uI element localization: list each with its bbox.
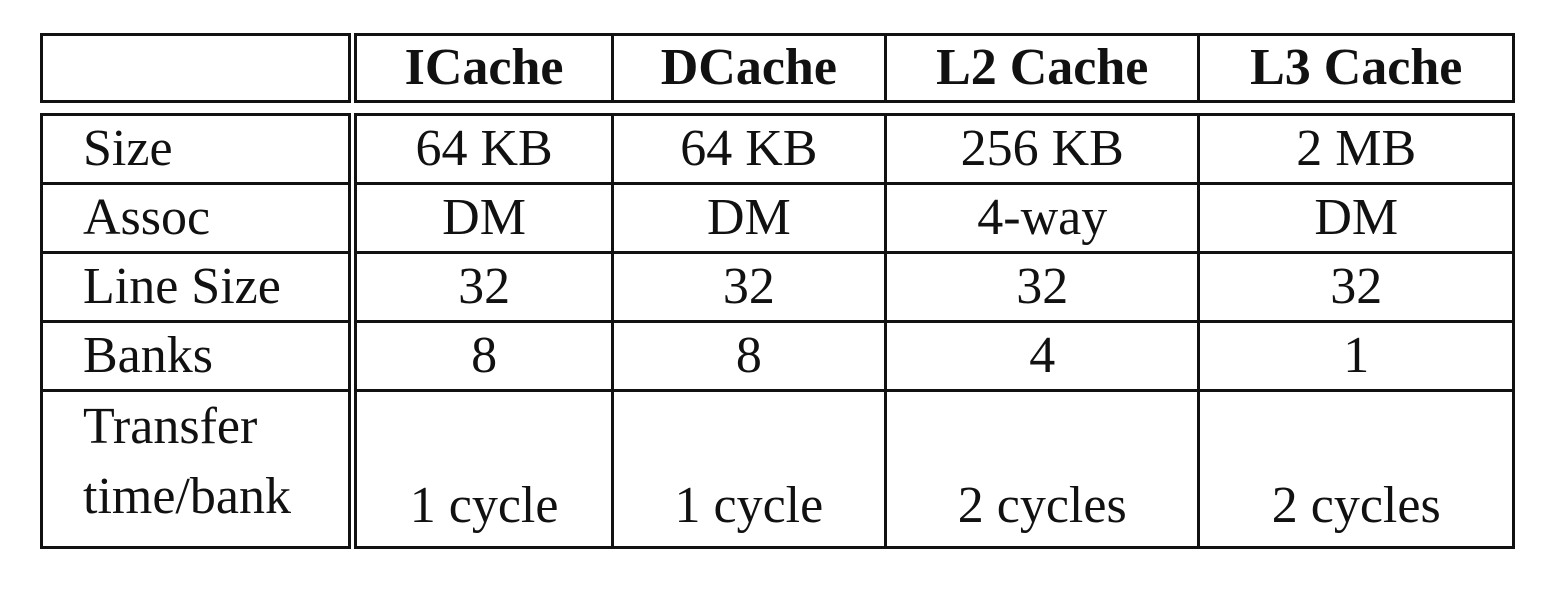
header-gap (41, 100, 1514, 116)
cell-transfer-l3: 2 cycles (1197, 388, 1515, 550)
table-row-size: Size 64 KB 64 KB 256 KB 2 MB (39, 113, 1515, 185)
cell-assoc-l2: 4-way (883, 182, 1201, 254)
cell-banks-dcache: 8 (610, 320, 887, 392)
cell-transfer-icache: 1 cycle (351, 388, 614, 550)
row-label-transfer-time: Transfer time/bank (39, 388, 358, 550)
table-row-line-size: Line Size 32 32 32 32 (39, 251, 1515, 323)
table-row-assoc: Assoc DM DM 4-way DM (39, 182, 1515, 254)
cache-parameters-table: ICache DCache L2 Cache L3 Cache Size 64 … (39, 33, 1515, 550)
header-row: ICache DCache L2 Cache L3 Cache (39, 33, 1515, 103)
row-label-line-2: time/bank (83, 468, 291, 526)
header-icache: ICache (351, 33, 614, 103)
cell-size-dcache: 64 KB (610, 113, 887, 185)
cell-banks-l2: 4 (883, 320, 1201, 392)
cell-linesize-l3: 32 (1197, 251, 1515, 323)
cell-linesize-dcache: 32 (610, 251, 887, 323)
cell-size-l3: 2 MB (1197, 113, 1515, 185)
cell-linesize-l2: 32 (883, 251, 1201, 323)
header-l3-cache: L3 Cache (1197, 33, 1515, 103)
header-l2-cache: L2 Cache (883, 33, 1201, 103)
row-label-banks: Banks (39, 320, 358, 392)
cell-assoc-l3: DM (1197, 182, 1515, 254)
header-dcache: DCache (610, 33, 887, 103)
cell-size-icache: 64 KB (351, 113, 614, 185)
row-label-line-size: Line Size (39, 251, 358, 323)
cache-table: ICache DCache L2 Cache L3 Cache Size 64 … (39, 33, 1515, 550)
table-row-transfer-time: Transfer time/bank 1 cycle 1 cycle 2 cyc… (39, 388, 1515, 550)
cell-transfer-dcache: 1 cycle (610, 388, 887, 550)
corner-cell (39, 33, 358, 103)
cell-banks-l3: 1 (1197, 320, 1515, 392)
table-row-banks: Banks 8 8 4 1 (39, 320, 1515, 392)
cell-assoc-dcache: DM (610, 182, 887, 254)
row-label-size: Size (39, 113, 358, 185)
cell-size-l2: 256 KB (883, 113, 1201, 185)
row-label-line-1: Transfer (83, 398, 258, 455)
row-label-assoc: Assoc (39, 182, 358, 254)
cell-linesize-icache: 32 (351, 251, 614, 323)
cell-banks-icache: 8 (351, 320, 614, 392)
cell-transfer-l2: 2 cycles (883, 388, 1201, 550)
cell-assoc-icache: DM (351, 182, 614, 254)
